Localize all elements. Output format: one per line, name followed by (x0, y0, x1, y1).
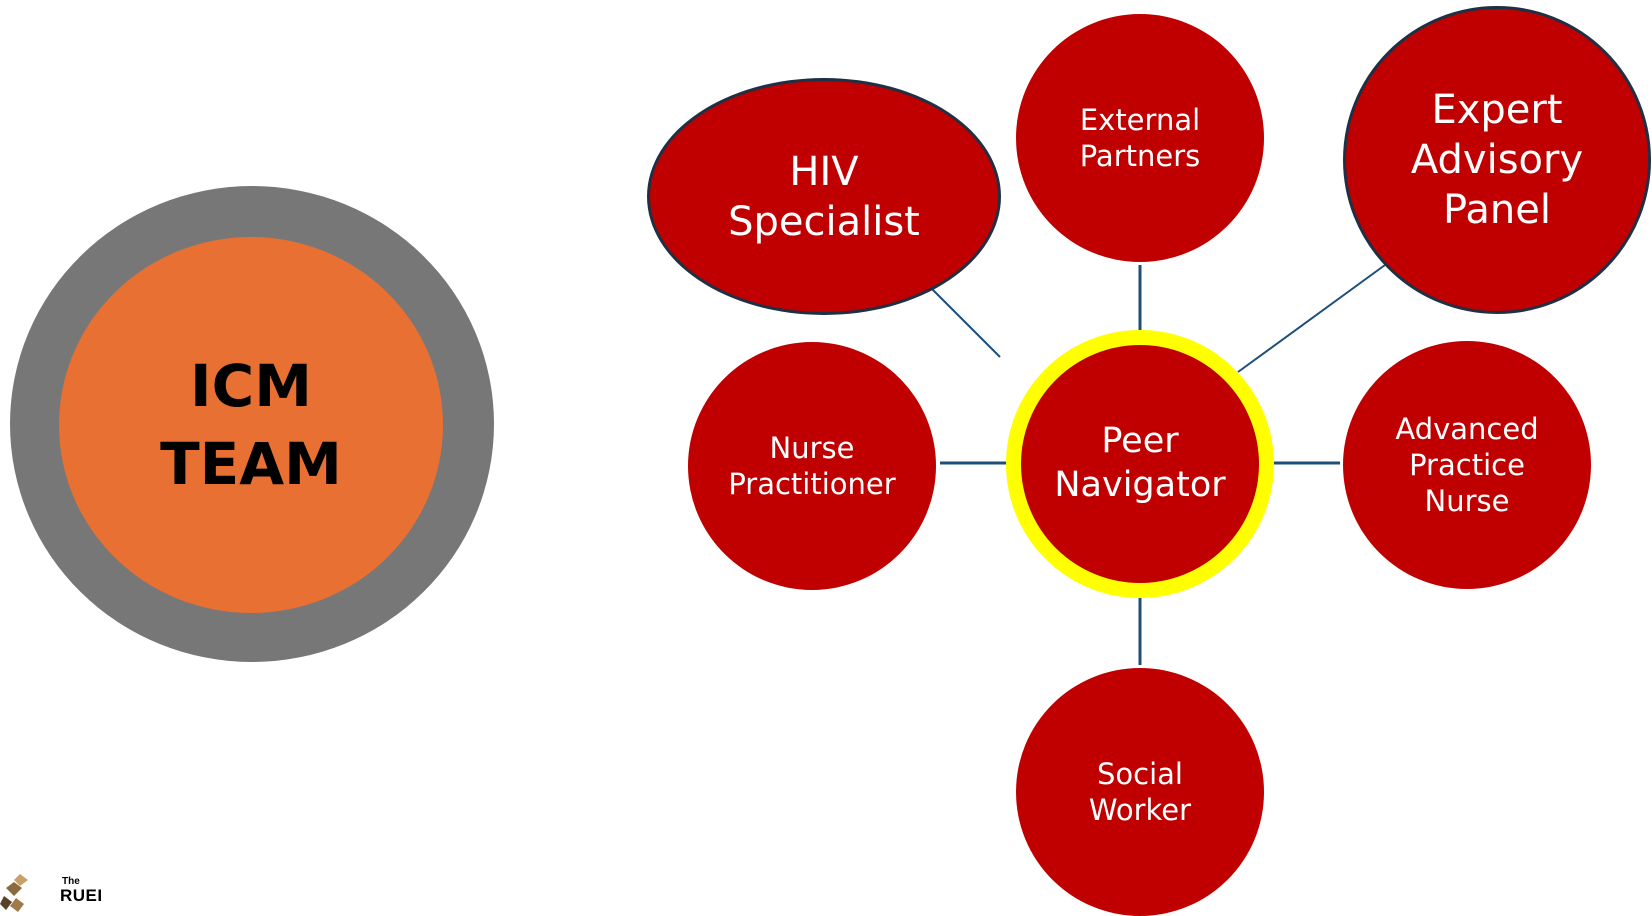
icm-team-title: ICM TEAM (160, 351, 342, 498)
node-social-worker-label: Social Worker (1088, 756, 1192, 827)
node-advanced-practice-nurse-label: Advanced Practice Nurse (1395, 411, 1539, 519)
organization-logo: The RUEI (0, 874, 102, 915)
node-peer-navigator-label: Peer Navigator (1054, 421, 1226, 505)
node-expert-advisory-panel-label: Expert Advisory Panel (1410, 87, 1584, 233)
icm-team-circle: ICM TEAM (59, 237, 443, 613)
node-external-partners: External Partners (1016, 14, 1264, 262)
connector-expert-advisory-panel (1237, 264, 1386, 373)
node-hiv-specialist: HIV Specialist (647, 78, 1001, 315)
logo-mark-icon (0, 874, 28, 912)
node-nurse-practitioner: Nurse Practitioner (688, 342, 936, 590)
node-social-worker: Social Worker (1016, 668, 1264, 916)
node-nurse-practitioner-label: Nurse Practitioner (728, 430, 896, 501)
logo-small-text: The (62, 876, 80, 887)
node-peer-navigator: Peer Navigator (1006, 330, 1274, 598)
node-expert-advisory-panel: Expert Advisory Panel (1343, 6, 1651, 314)
node-external-partners-label: External Partners (1079, 102, 1201, 173)
node-advanced-practice-nurse: Advanced Practice Nurse (1343, 341, 1591, 589)
logo-big-text: RUEI (60, 886, 103, 905)
node-hiv-specialist-label: HIV Specialist (728, 148, 920, 245)
